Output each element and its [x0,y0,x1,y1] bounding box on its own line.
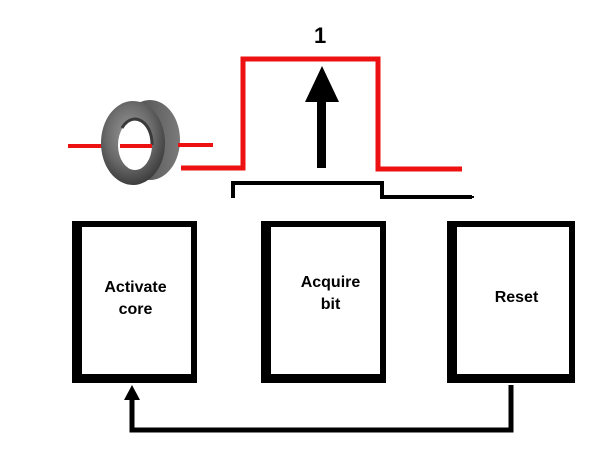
feedback-line [129,385,514,433]
feedback-arrowhead [124,385,140,400]
ferrite-core-icon [101,100,180,185]
clock-pulse [231,181,472,199]
acquire-bit-box: Acquire bit [261,221,386,383]
up-arrow-icon [305,66,339,168]
pulse-label: 1 [314,23,327,48]
reset-label: Reset [494,289,539,306]
signal-pulse [181,56,462,172]
acquire-bit-label: Acquire bit [300,274,361,313]
reset-box: Reset [447,221,575,383]
activate-core-box: Activate core [72,221,197,383]
activate-core-label: Activate core [104,279,167,318]
